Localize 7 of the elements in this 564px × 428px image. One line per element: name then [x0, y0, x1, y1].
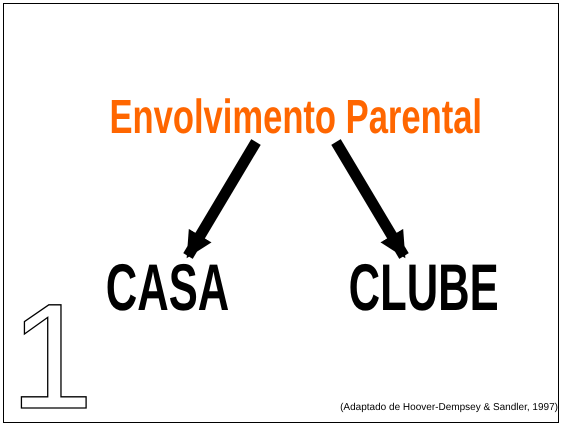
title-text: Envolvimento Parental [110, 90, 482, 144]
arrow [183, 139, 261, 259]
slide-number: 1 [10, 300, 94, 412]
arrow [331, 139, 409, 259]
heading-text: CASA [106, 249, 230, 325]
source-note: (Adaptado de Hoover-Dempsey & Sandler, 1997) [340, 402, 558, 413]
heading-text: CLUBE [348, 249, 499, 325]
